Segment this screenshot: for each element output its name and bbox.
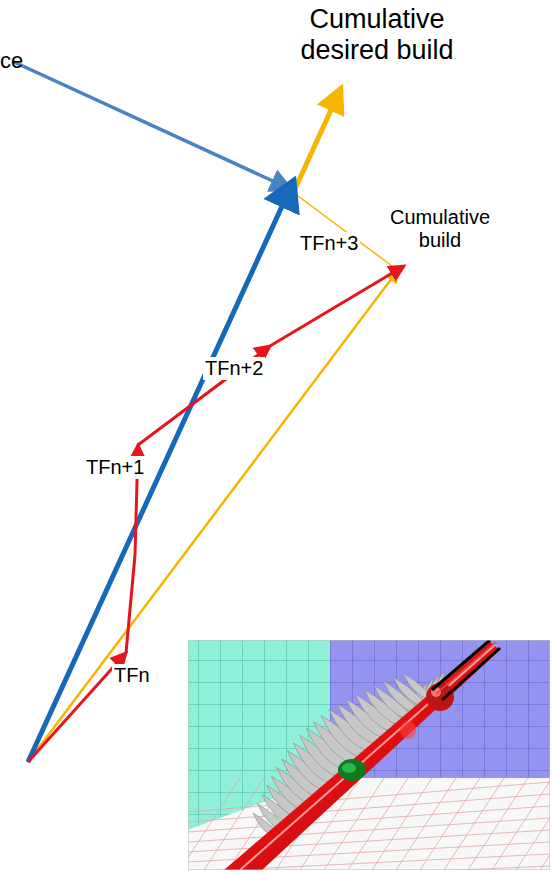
transform-label: TFn+3	[298, 232, 360, 255]
transform-label: TFn+1	[84, 456, 146, 479]
transform-label: TFn	[112, 664, 152, 687]
pointer-arrow	[14, 62, 288, 188]
desired-build-arrow	[290, 88, 341, 200]
transform-label: TFn+2	[203, 357, 265, 380]
vector-label: Cumulative build	[380, 206, 500, 252]
vector-label: Cumulative desired build	[292, 4, 462, 66]
error-line	[298, 196, 392, 266]
cut-off-label: ce	[0, 48, 30, 73]
simulation-inset	[188, 640, 550, 870]
